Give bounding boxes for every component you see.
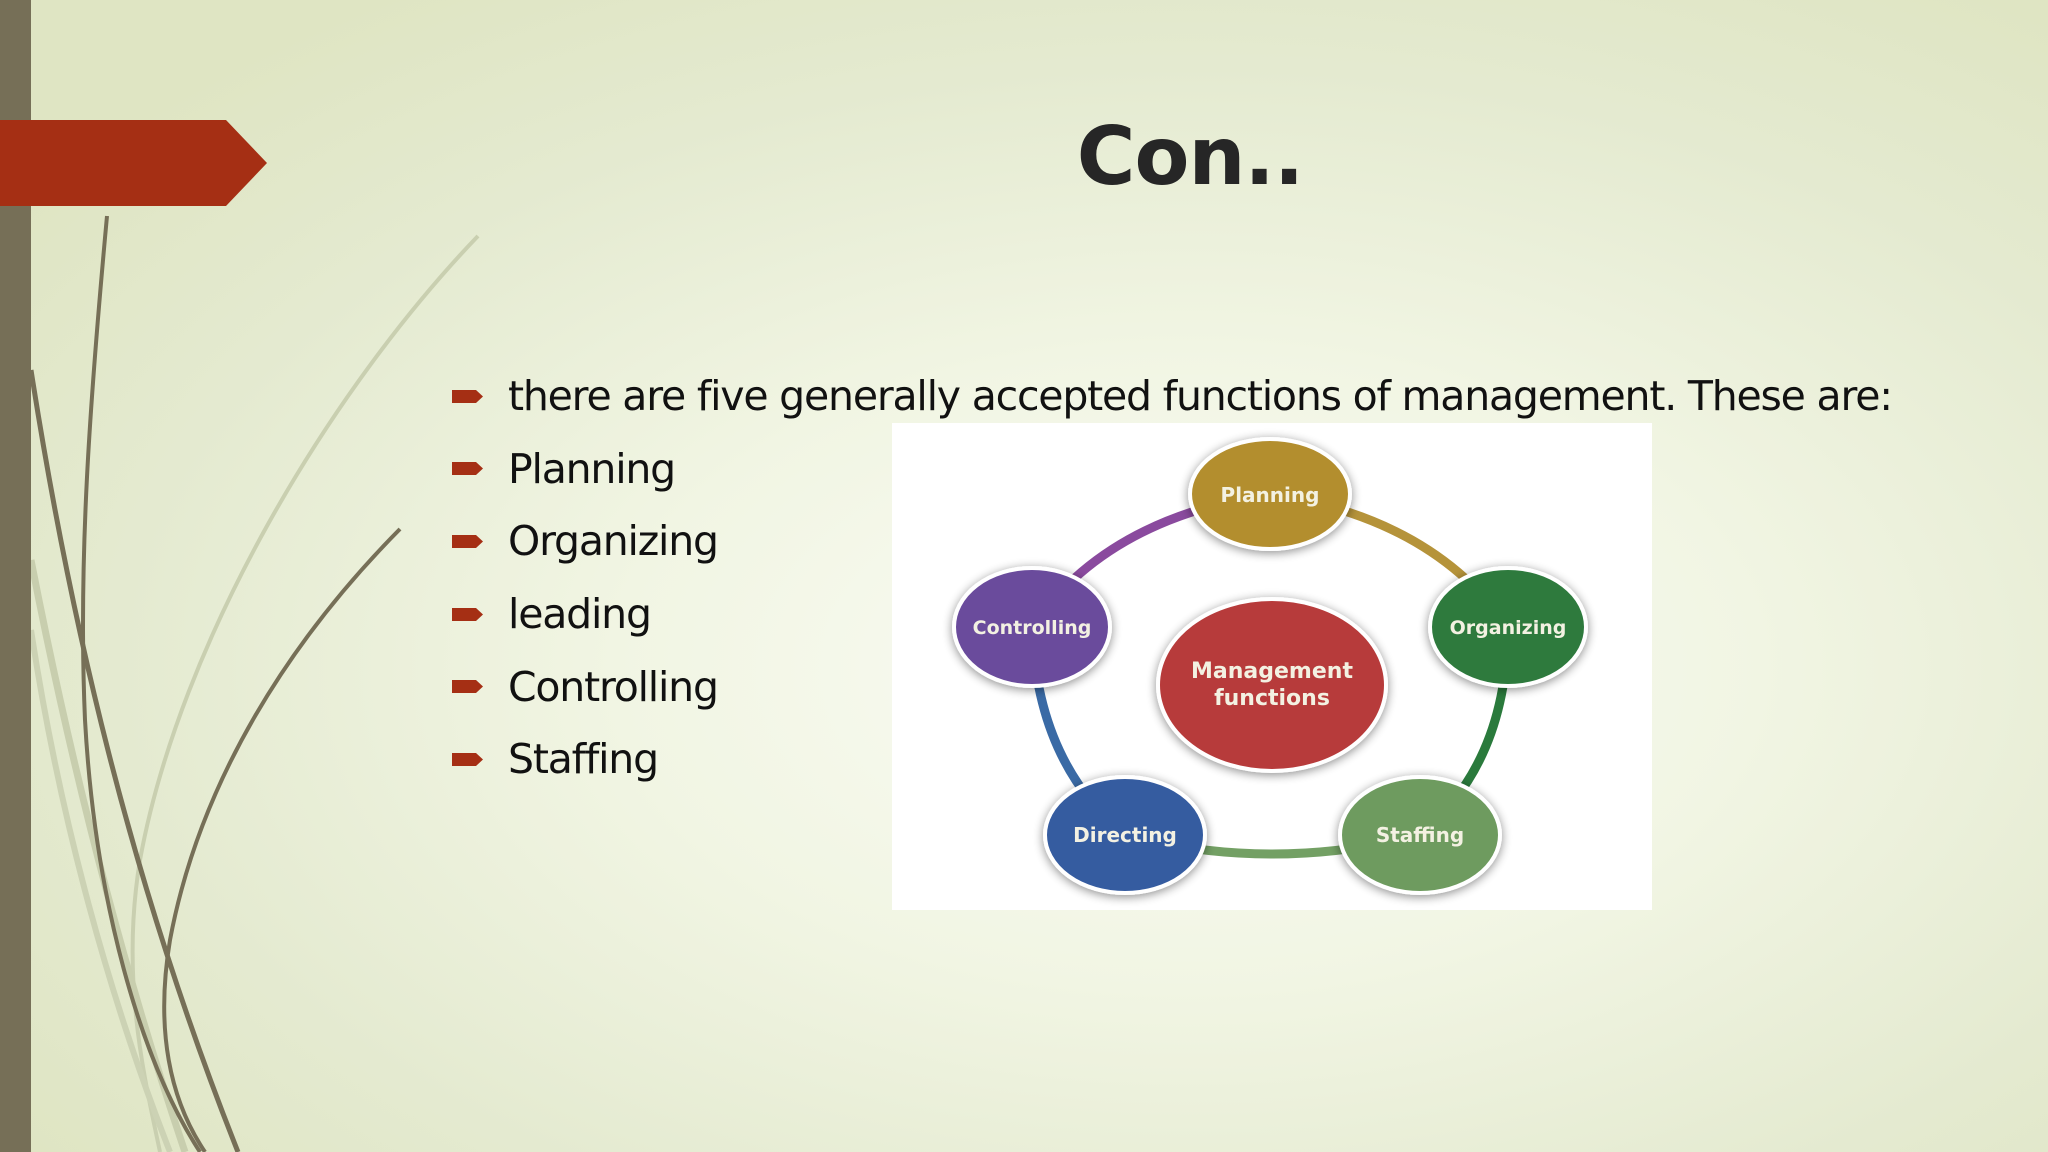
arrow-bullet-icon (452, 462, 483, 476)
arrow-bullet-icon (452, 607, 483, 621)
arrow-bullet-icon (452, 534, 483, 548)
bullet-list: there are five generally accepted functi… (452, 360, 1893, 796)
management-functions-diagram: Management functions Planning Organizing… (892, 423, 1652, 910)
bullet-text: Controlling (508, 662, 719, 711)
bullet-item: Planning (452, 433, 1892, 506)
bullet-text: Staffing (508, 735, 659, 784)
node-label-staffing: Staffing (1376, 823, 1464, 847)
center-label-line1: Management (1191, 659, 1353, 684)
center-node-management-functions (1156, 597, 1388, 773)
bullet-item: Organizing (452, 505, 1892, 578)
bullet-text: there are five generally accepted functi… (508, 372, 1893, 421)
cycle-diagram-graphic: Management functions Planning Organizing… (952, 437, 1588, 895)
node-controlling (952, 566, 1112, 688)
arrow-bullet-icon (452, 752, 483, 766)
center-label-line2: functions (1214, 686, 1330, 711)
slide-title: Con.. (1076, 110, 1304, 203)
bullet-item: there are five generally accepted functi… (452, 360, 1893, 433)
node-organizing (1428, 566, 1588, 688)
node-label-organizing: Organizing (1450, 617, 1567, 639)
bullet-item: Controlling (452, 650, 1892, 723)
arrow-bullet-icon (452, 680, 483, 694)
bullet-item: leading (452, 578, 1892, 651)
bullet-item: Staffing (452, 723, 1892, 796)
node-directing (1043, 775, 1207, 895)
node-label-directing: Directing (1073, 823, 1177, 847)
node-planning (1188, 437, 1352, 551)
bullet-text: leading (508, 590, 652, 639)
node-staffing (1338, 775, 1502, 895)
node-label-planning: Planning (1221, 483, 1320, 507)
bullet-text: Planning (508, 444, 676, 493)
bullet-text: Organizing (508, 517, 719, 566)
arrow-bullet-icon (452, 389, 483, 403)
title-banner-arrow (0, 120, 267, 206)
node-label-controlling: Controlling (973, 617, 1092, 639)
